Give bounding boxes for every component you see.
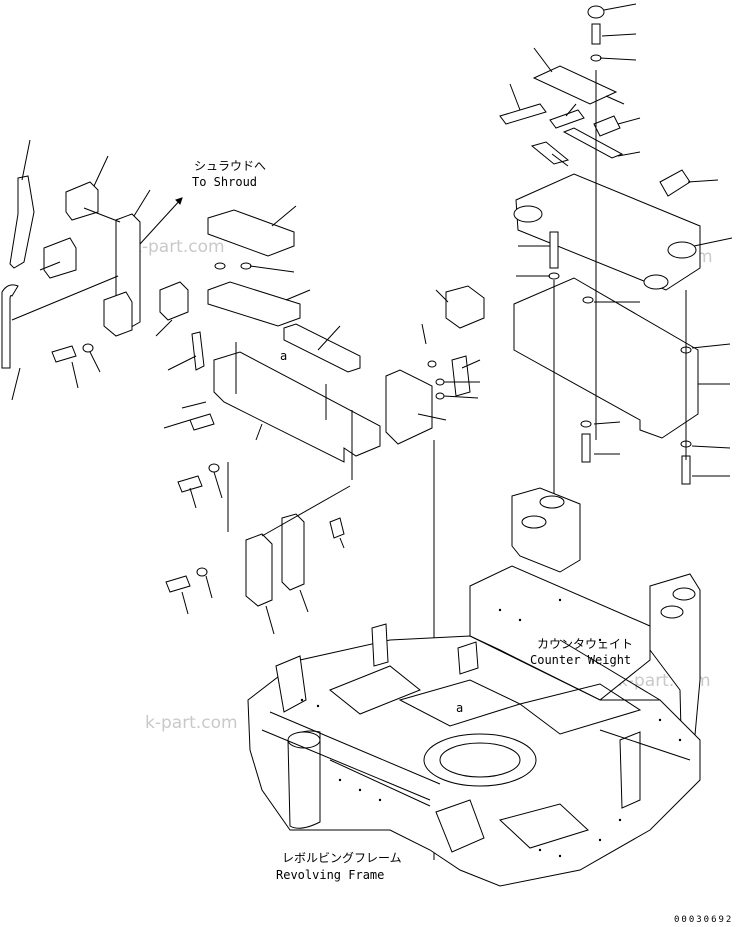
label-revolving-jp: レボルビングフレーム <box>282 851 402 865</box>
flat-bar-top <box>549 109 585 129</box>
shim-plate <box>451 355 471 397</box>
left-bracket-assembly <box>1 139 189 401</box>
rod-part-top <box>499 103 547 125</box>
deck-plate-4 <box>398 679 522 727</box>
watermark-3: k-part.com <box>145 713 238 733</box>
top-bolt <box>591 23 601 45</box>
support-plate-upper <box>515 173 701 291</box>
bolt-right-upper <box>549 231 559 269</box>
washer-center <box>208 463 220 473</box>
right-side-post <box>619 731 641 809</box>
bolt-center-1 <box>189 413 215 431</box>
watermark-1: k-part.com <box>132 237 225 257</box>
drawing-number: 00030692 <box>674 915 733 925</box>
label-counterweight-en: Counter Weight <box>530 653 631 667</box>
bracket-foot-part <box>103 291 133 337</box>
small-l-bracket <box>191 331 205 371</box>
deck-plate-3 <box>498 803 589 849</box>
rubber-pad-lower <box>43 237 77 279</box>
spacer-block <box>281 513 305 591</box>
valve-bracket <box>435 799 485 853</box>
bolt-center-2 <box>177 475 203 493</box>
right-tab-bracket <box>385 369 433 445</box>
cover-plate-top <box>532 65 618 105</box>
cap-part <box>587 5 605 19</box>
bolt-left <box>51 345 77 363</box>
washer-lower <box>196 567 208 577</box>
center-cover-assembly: a <box>163 205 485 860</box>
washer-left <box>82 343 94 353</box>
side-bracket-left <box>275 655 307 713</box>
top-washer <box>590 54 602 62</box>
l-rod-part <box>1 284 19 369</box>
cw-mount-tower <box>511 487 581 573</box>
label-shroud-en: To Shroud <box>192 175 257 189</box>
cover-plate-upper <box>207 209 295 257</box>
bent-rod-part <box>9 175 35 269</box>
label-counterweight-jp: カウンタウェイト <box>537 637 633 651</box>
bolt-right-lower-1 <box>581 433 591 463</box>
upright-post <box>371 623 389 667</box>
channel-plate <box>207 281 301 327</box>
counterweight-mount-assembly <box>499 3 733 500</box>
label-revolving-en: Revolving Frame <box>276 868 384 882</box>
deck-plate-1 <box>329 665 421 715</box>
ref-label-a-2: a <box>456 701 463 715</box>
mount-plate <box>245 533 273 607</box>
bolt-right-lower-2 <box>681 455 691 485</box>
revolving-frame-body <box>247 487 701 887</box>
rail-strip <box>562 127 624 159</box>
rubber-pad-upper <box>65 181 99 221</box>
long-bar-part <box>283 323 361 373</box>
swing-circle-opening <box>423 733 537 787</box>
label-shroud-jp: シュラウドへ <box>194 159 266 173</box>
ref-label-a-1: a <box>280 349 287 363</box>
deck-plate-2 <box>518 683 642 735</box>
small-block-part <box>159 281 189 321</box>
stopper-right <box>659 169 691 197</box>
bolt-lower <box>165 575 191 593</box>
spacer-strip <box>530 141 570 165</box>
lower-bracket-parts <box>165 462 351 635</box>
main-support-plate <box>213 351 381 463</box>
wedge-part <box>593 115 621 137</box>
stopper-block <box>445 285 485 329</box>
small-post <box>457 641 479 675</box>
clip-part <box>329 517 345 539</box>
